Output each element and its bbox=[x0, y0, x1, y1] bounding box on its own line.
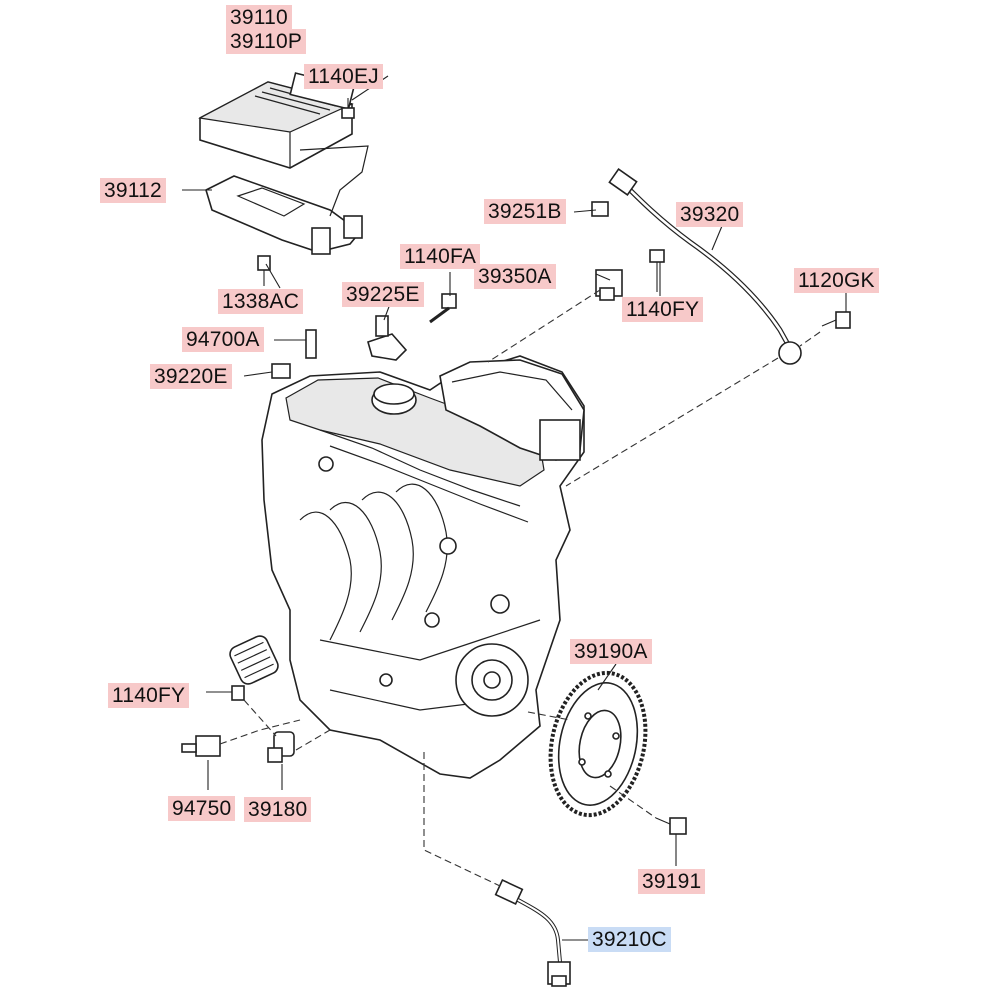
bolt-1140fa bbox=[429, 293, 457, 324]
bolt-1140fy-top bbox=[649, 249, 665, 292]
label-39191[interactable]: 39191 bbox=[638, 869, 706, 894]
clip-39251b bbox=[591, 201, 609, 217]
bolt-1338ac bbox=[257, 255, 271, 286]
label-39190a[interactable]: 39190A bbox=[570, 639, 652, 664]
label-1338ac[interactable]: 1338AC bbox=[218, 289, 304, 314]
ecu-bracket bbox=[205, 145, 369, 255]
label-1140ej[interactable]: 1140EJ bbox=[304, 64, 383, 89]
label-39320[interactable]: 39320 bbox=[676, 202, 744, 227]
label-39110[interactable]: 39110 bbox=[226, 5, 292, 30]
label-39110p[interactable]: 39110P bbox=[226, 29, 307, 54]
label-94700a[interactable]: 94700A bbox=[182, 327, 264, 352]
flywheel-ring-39190a bbox=[548, 670, 648, 818]
label-39225e[interactable]: 39225E bbox=[342, 282, 424, 307]
sensor-94750 bbox=[181, 735, 221, 757]
engine-block bbox=[229, 355, 585, 779]
label-1120gk[interactable]: 1120GK bbox=[794, 268, 879, 293]
assembly-dash-lines bbox=[219, 289, 821, 887]
cam-sensor-39350a bbox=[595, 269, 623, 301]
label-1140fa[interactable]: 1140FA bbox=[400, 244, 481, 269]
label-1140fy-left[interactable]: 1140FY bbox=[108, 683, 190, 708]
label-1140fy-top[interactable]: 1140FY bbox=[622, 297, 704, 322]
label-39251b[interactable]: 39251B bbox=[484, 199, 566, 224]
label-39350a[interactable]: 39350A bbox=[474, 264, 556, 289]
bolt-1140ej bbox=[341, 98, 355, 119]
label-94750[interactable]: 94750 bbox=[168, 796, 236, 821]
sensor-94700a bbox=[305, 329, 317, 359]
crank-sensor-39210c bbox=[494, 879, 571, 987]
sensor-39180 bbox=[267, 731, 295, 763]
label-39210c[interactable]: 39210C bbox=[588, 927, 671, 952]
label-39220e[interactable]: 39220E bbox=[150, 364, 232, 389]
label-39180[interactable]: 39180 bbox=[244, 797, 312, 822]
ecu-module bbox=[198, 72, 355, 169]
bolt-1140fy-left bbox=[231, 685, 245, 701]
bolt-1120gk bbox=[821, 311, 851, 329]
sensor-39225e bbox=[367, 315, 408, 361]
sensor-39220e bbox=[271, 363, 291, 379]
bolt-39191 bbox=[655, 817, 687, 835]
sensor-harness-39320 bbox=[608, 168, 802, 365]
label-39112[interactable]: 39112 bbox=[100, 178, 166, 203]
